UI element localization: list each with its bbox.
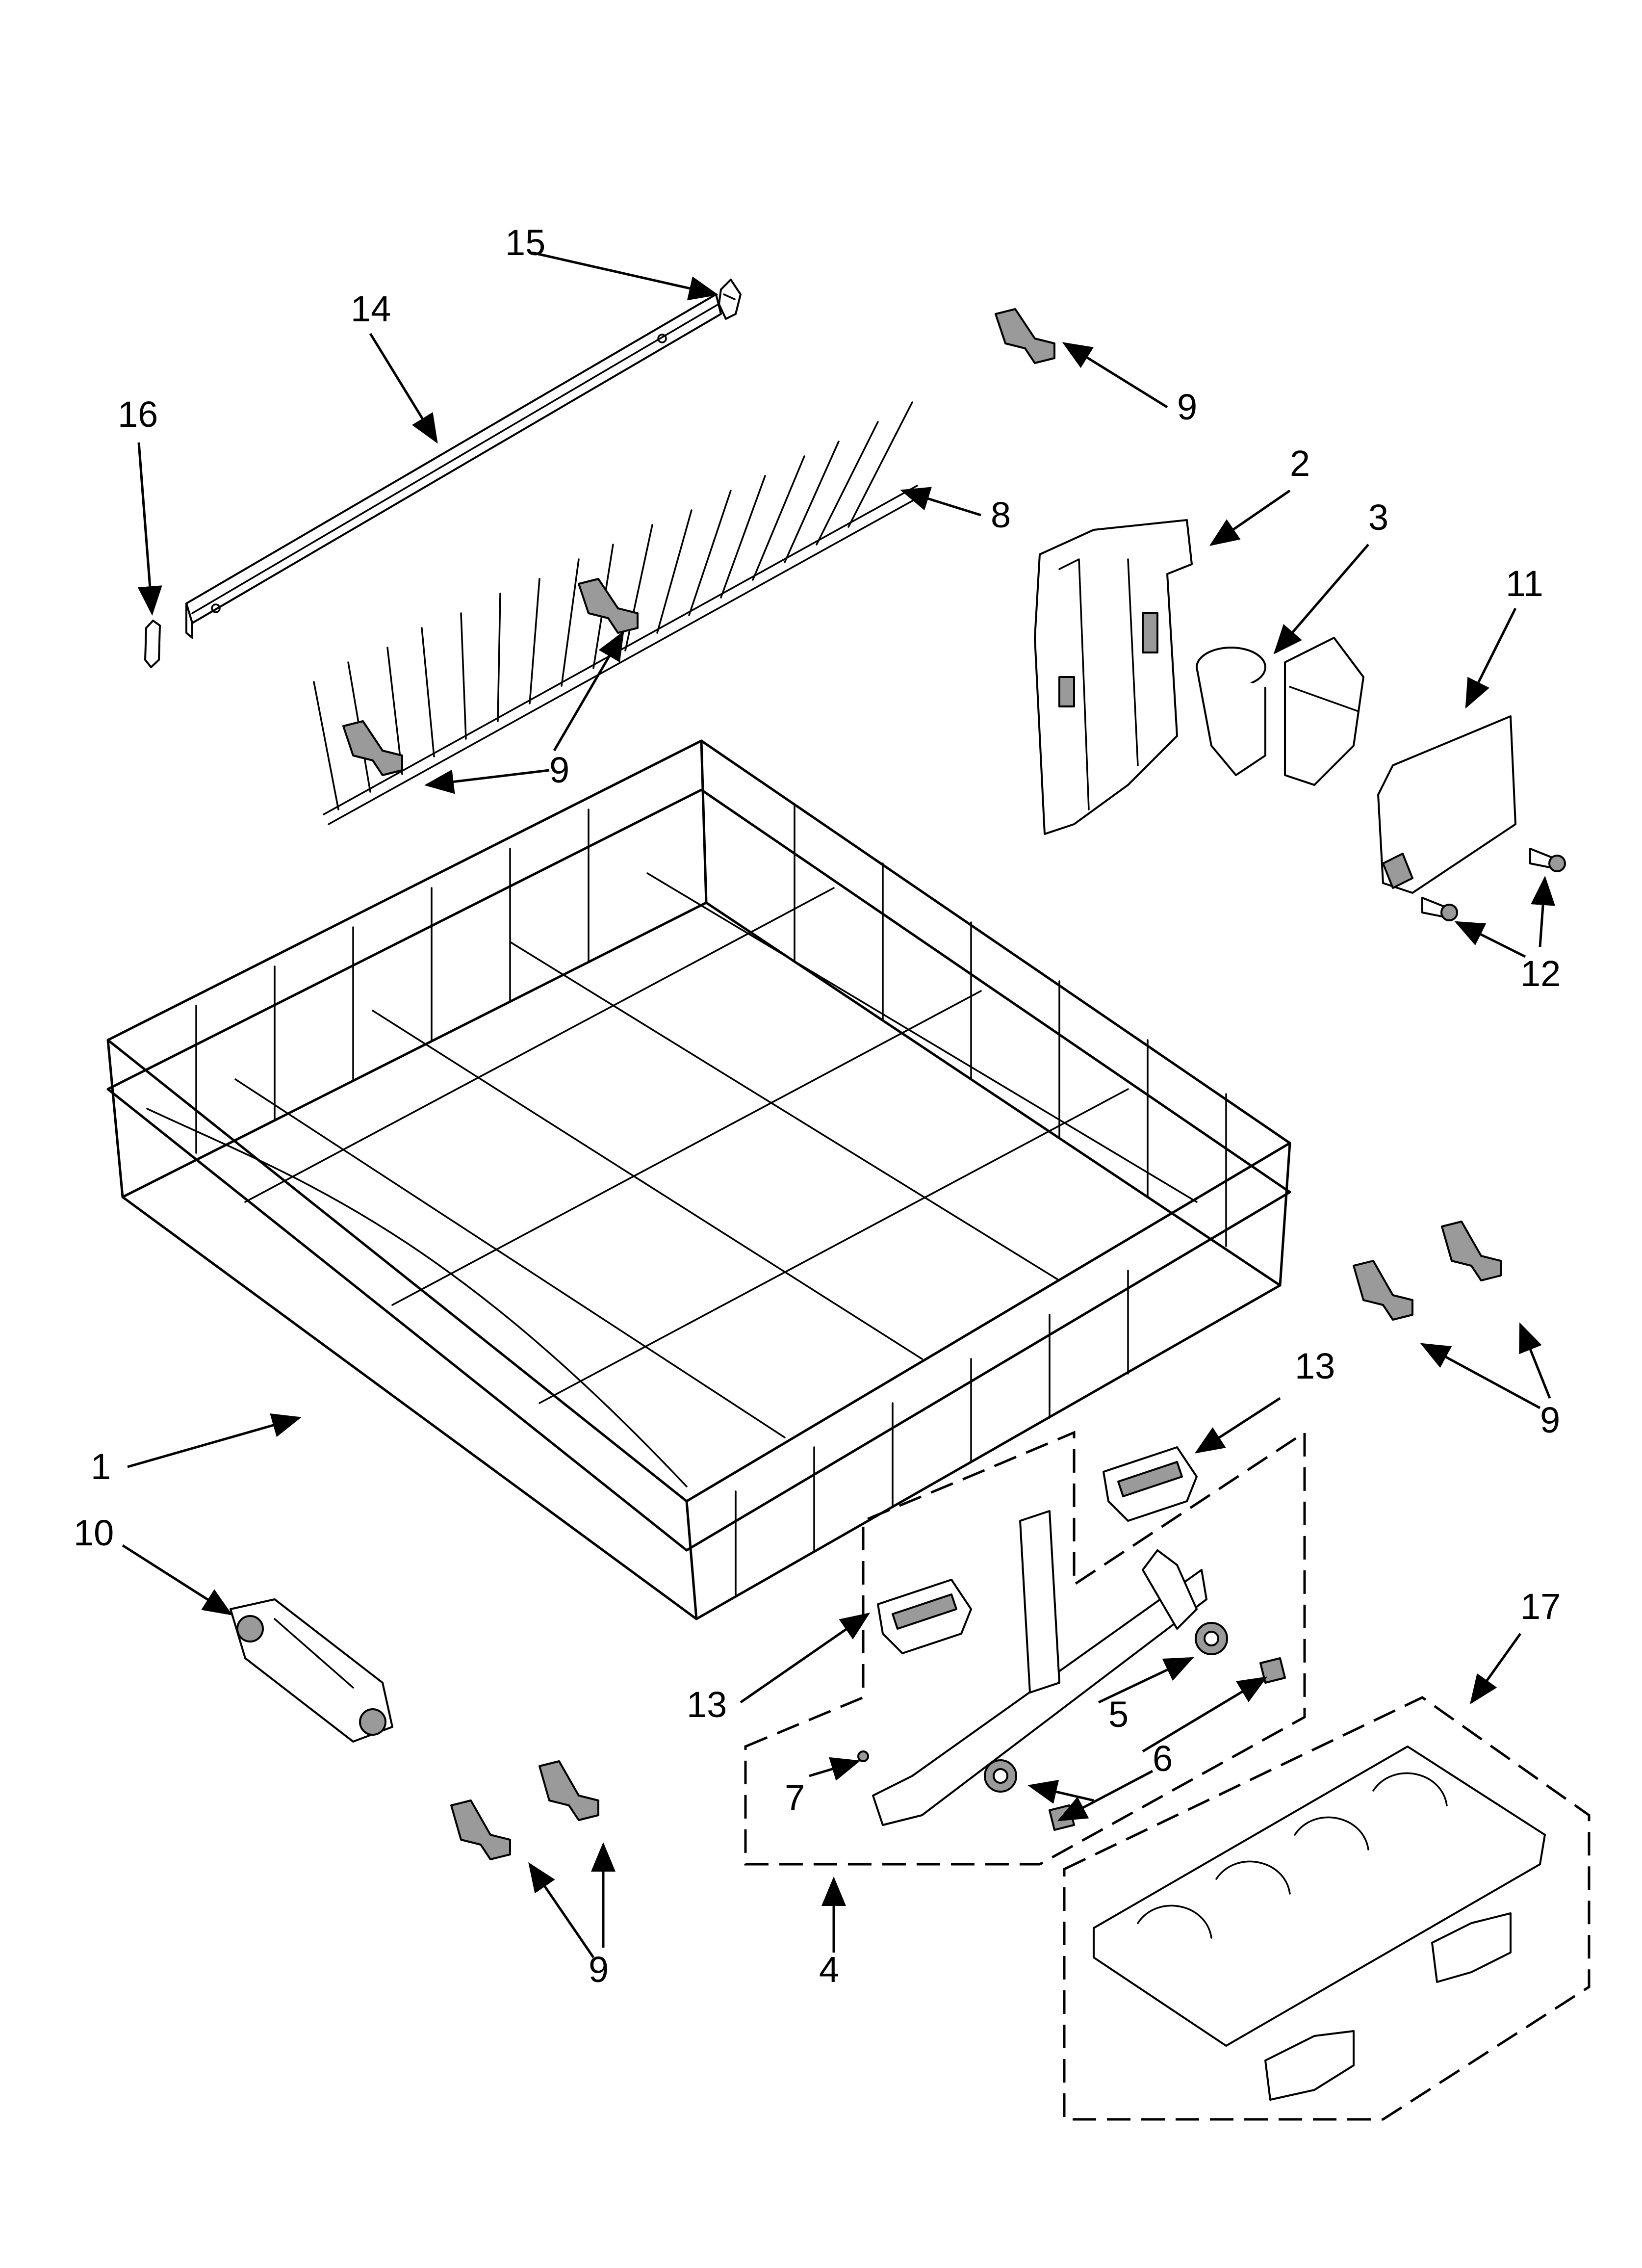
callout-6: 6: [1153, 1738, 1173, 1779]
callout-10: 10: [74, 1512, 114, 1553]
kit-part-4: [744, 1430, 1306, 1866]
side-wheel-part-10: [230, 1598, 393, 1743]
callout-13-top: 13: [1295, 1346, 1335, 1386]
callout-4: 4: [819, 1949, 839, 1990]
callout-11: 11: [1506, 563, 1543, 604]
screw-part-12-a: [1529, 848, 1566, 872]
screw-part-12-b: [1421, 897, 1458, 921]
callout-15: 15: [505, 222, 545, 263]
callout-7: 7: [785, 1777, 805, 1818]
tine-row-part-8: [313, 401, 923, 825]
end-clip-part-15: [718, 279, 742, 320]
callout-14: 14: [351, 288, 391, 329]
clip-part-13-top: [1103, 1446, 1198, 1522]
clip-part-9-right-b: [1441, 1221, 1502, 1281]
callout-9-middle: 9: [549, 750, 569, 790]
leader-lines: [122, 251, 1556, 1958]
side-bracket-part-2: [1034, 519, 1193, 835]
callout-17: 17: [1520, 1586, 1561, 1627]
end-cap-part-16: [144, 620, 161, 668]
dishrack-part-1: [106, 739, 1291, 1620]
adjuster-part-3: [1196, 637, 1364, 786]
callout-8: 8: [991, 495, 1011, 535]
rail-part-14: [185, 293, 722, 639]
callout-9-top: 9: [1177, 387, 1197, 427]
clip-part-9-right-a: [1353, 1260, 1413, 1321]
callout-5: 5: [1108, 1694, 1129, 1735]
callout-2: 2: [1290, 443, 1310, 484]
callout-1: 1: [91, 1446, 111, 1487]
clip-part-13-bottom: [877, 1579, 972, 1654]
callout-9-right: 9: [1540, 1400, 1560, 1440]
cover-plate-part-11: [1377, 715, 1516, 894]
tray-part-17: [1063, 1696, 1591, 2121]
clip-part-9-top: [995, 308, 1055, 364]
clip-part-9-bottom-b: [539, 1760, 599, 1821]
callout-13-bottom: 13: [687, 1684, 727, 1725]
callout-9-bottom: 9: [589, 1949, 609, 1990]
callout-16: 16: [118, 394, 158, 435]
clip-part-9-bottom-a: [450, 1799, 511, 1860]
callout-3: 3: [1368, 497, 1388, 538]
callout-12: 12: [1520, 953, 1561, 994]
